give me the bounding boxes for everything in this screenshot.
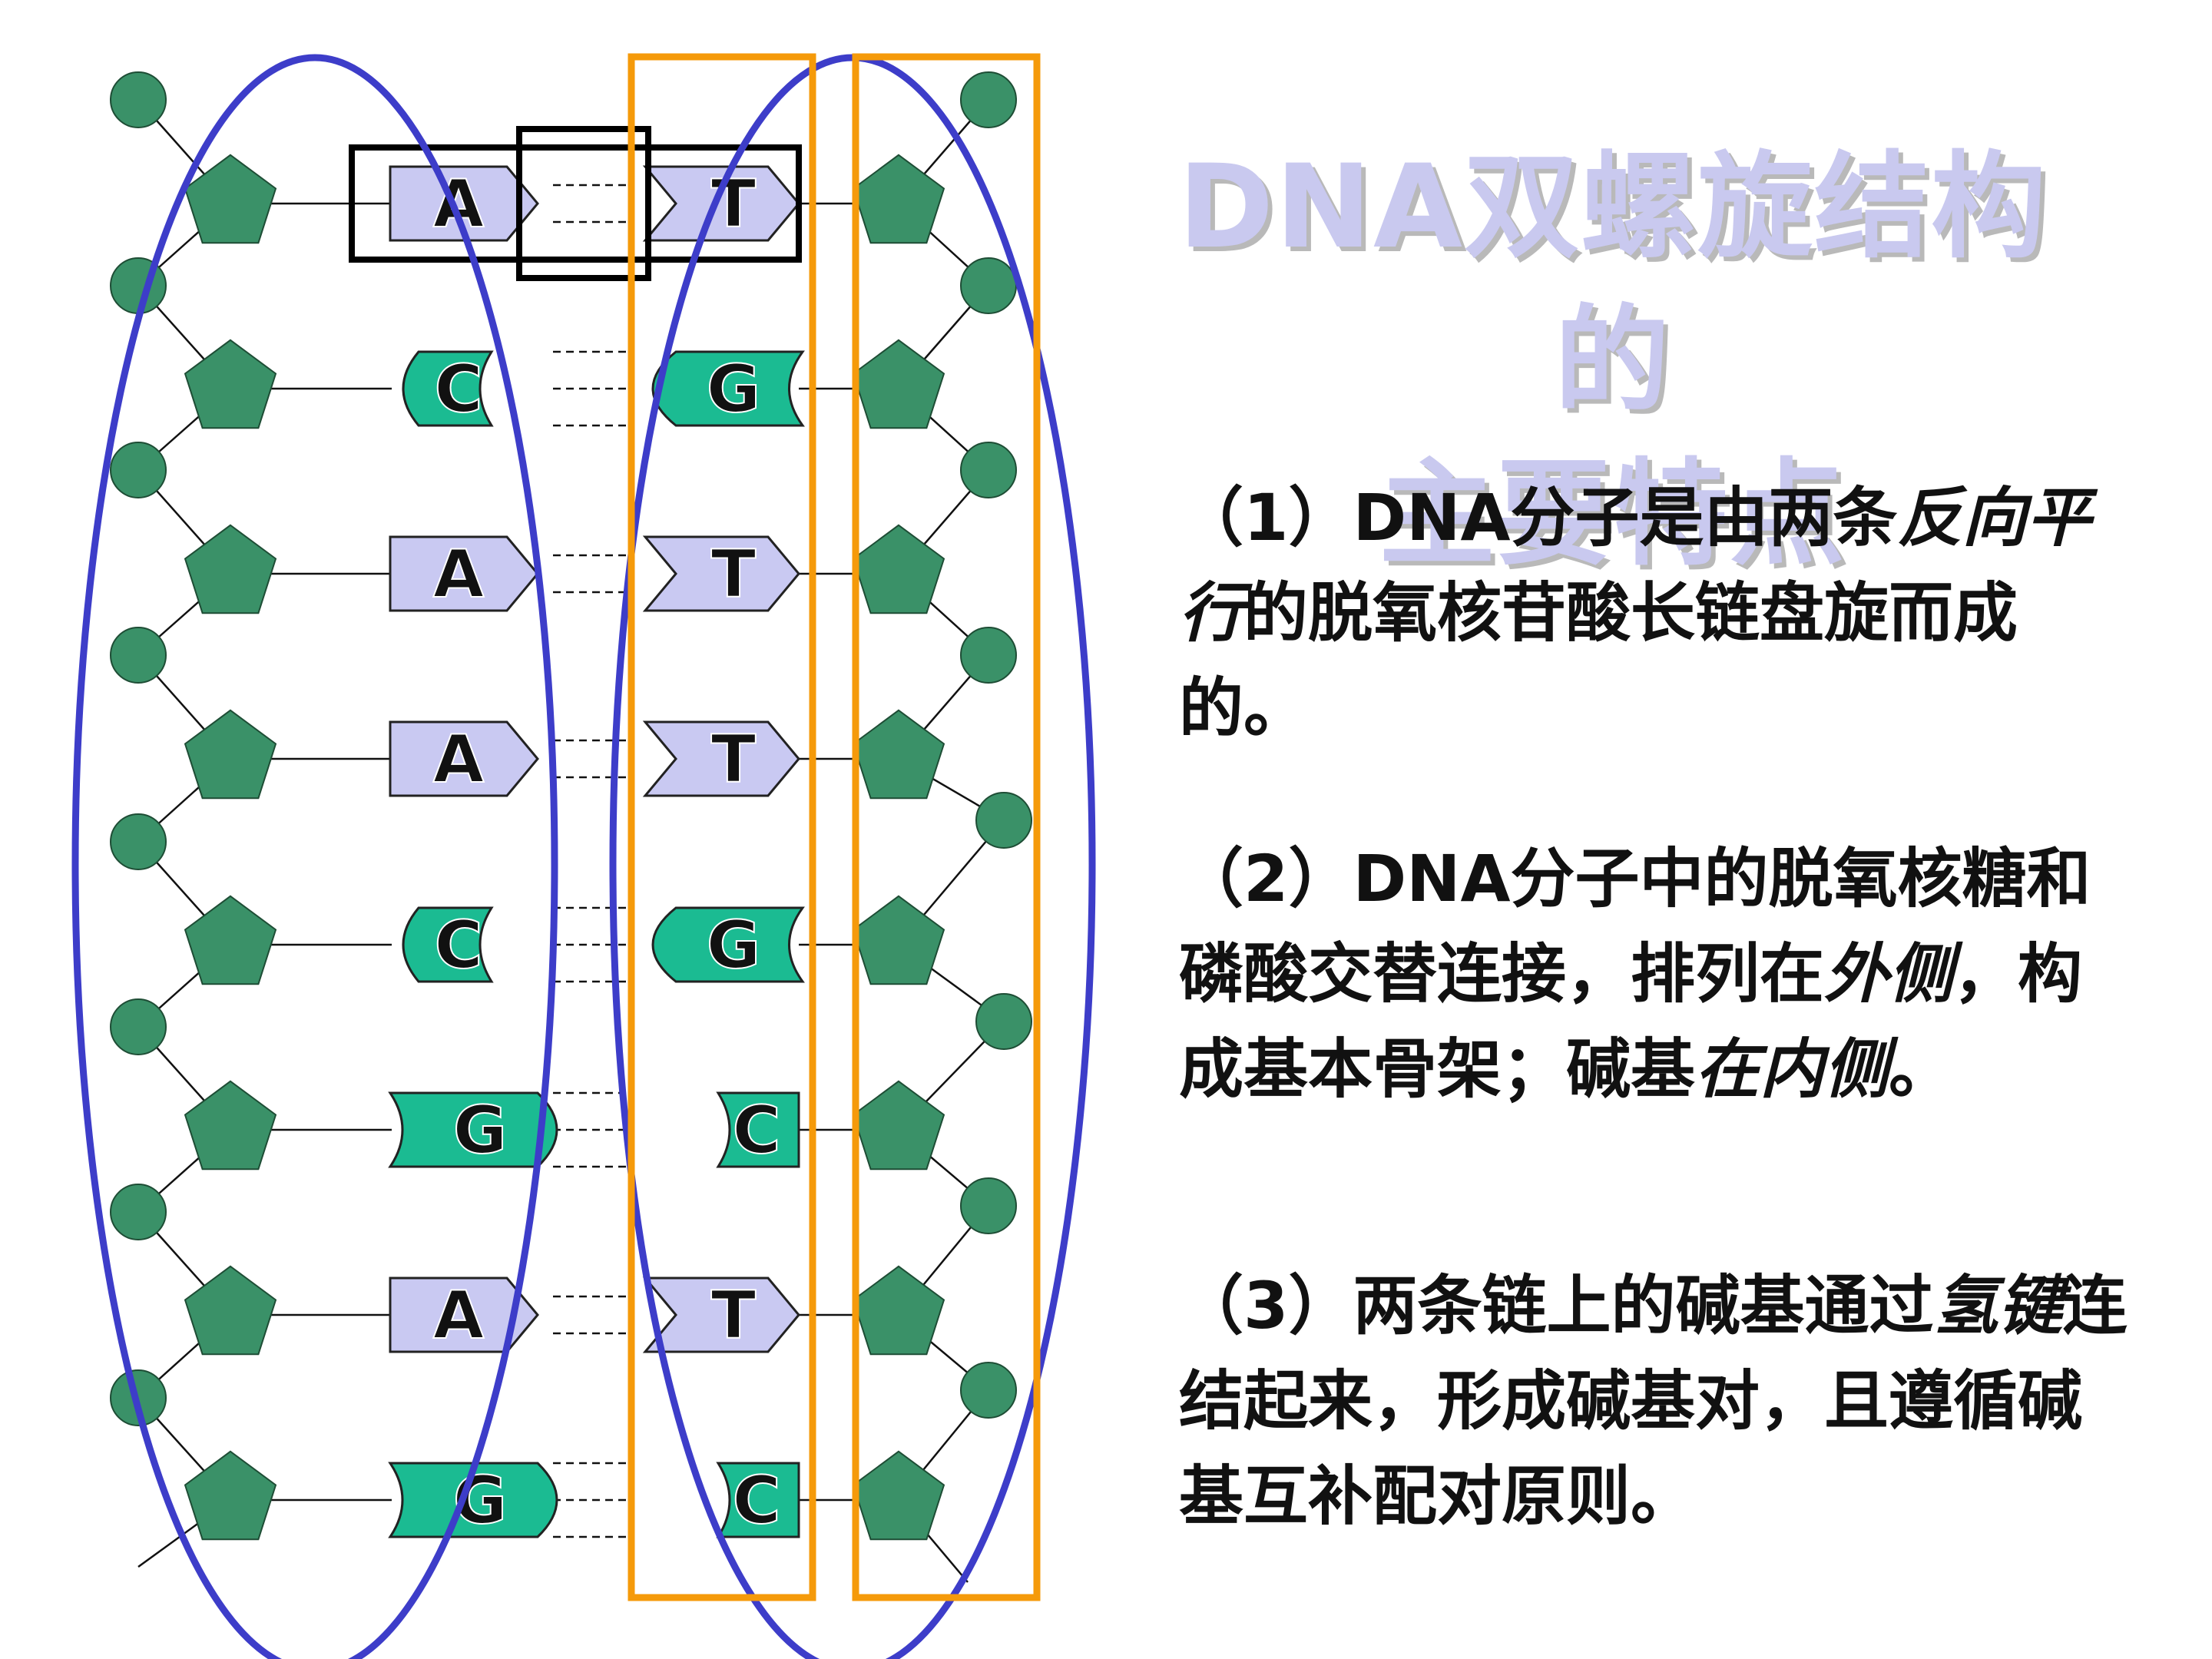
p2-seg-4-emphasis: 在内侧 bbox=[1695, 1031, 1889, 1107]
phosphate-group bbox=[960, 257, 1017, 314]
p1-seg-2-emphasis: 反向平行 bbox=[1179, 480, 2091, 651]
thymine-base bbox=[642, 720, 800, 797]
cytosine-base bbox=[716, 1462, 800, 1538]
base-label: A bbox=[433, 1277, 485, 1354]
p1-seg-1: （1）DNA分子是由两条 bbox=[1179, 480, 1898, 555]
backbone-column-box bbox=[852, 53, 1041, 1601]
guanine-base bbox=[388, 1462, 558, 1538]
base-label: T bbox=[711, 536, 757, 613]
phosphate-group bbox=[975, 792, 1032, 849]
deoxyribose-sugar bbox=[184, 1450, 277, 1541]
phosphate-group bbox=[110, 442, 167, 498]
title-line-1: DNA双螺旋结构的 bbox=[1177, 141, 2048, 428]
p1-seg-3: 的脱氧核苷酸长链盘旋而成的。 bbox=[1179, 575, 2018, 746]
deoxyribose-sugar bbox=[852, 1265, 945, 1356]
phosphate-group bbox=[960, 71, 1017, 128]
cytosine-base bbox=[716, 1091, 800, 1168]
p2-seg-3: ，构成基本骨架；碱基 bbox=[1179, 936, 2083, 1107]
deoxyribose-sugar bbox=[852, 709, 945, 800]
phosphate-group bbox=[110, 813, 167, 870]
base-label: T bbox=[711, 1277, 757, 1354]
p3-seg-1: （3）两条链上的碱基通过 bbox=[1179, 1268, 1934, 1343]
phosphate-group bbox=[975, 993, 1032, 1050]
deoxyribose-sugar bbox=[184, 895, 277, 985]
deoxyribose-sugar bbox=[184, 154, 277, 244]
base-label: A bbox=[433, 721, 485, 798]
base-label: C bbox=[732, 1092, 780, 1169]
base-label: G bbox=[707, 351, 761, 428]
guanine-base bbox=[651, 906, 805, 983]
base-label: C bbox=[434, 351, 482, 428]
p3-seg-3: 连结起来，形成碱基对，且遵循碱基互补配对原则。 bbox=[1179, 1268, 2128, 1534]
deoxyribose-sugar bbox=[852, 154, 945, 244]
thymine-base bbox=[642, 535, 800, 612]
phosphate-group bbox=[110, 627, 167, 684]
base-label: T bbox=[711, 166, 757, 243]
adenine-base bbox=[389, 720, 539, 797]
base-label: G bbox=[453, 1092, 508, 1169]
left-strand-ellipse bbox=[71, 54, 558, 1659]
hydrogen-bond-highlight-box bbox=[516, 126, 651, 281]
base-column-box bbox=[628, 53, 816, 1601]
deoxyribose-sugar bbox=[184, 339, 277, 429]
phosphate-group bbox=[110, 71, 167, 128]
feature-3-text: （3）两条链上的碱基通过氢键连结起来，形成碱基对，且遵循碱基互补配对原则。 bbox=[1179, 1258, 2139, 1544]
base-label: A bbox=[433, 536, 485, 613]
phosphate-group bbox=[960, 627, 1017, 684]
base-label: T bbox=[711, 721, 757, 798]
adenine-base bbox=[389, 535, 539, 612]
phosphate-group bbox=[960, 1362, 1017, 1419]
deoxyribose-sugar bbox=[184, 709, 277, 800]
base-label: C bbox=[732, 1462, 780, 1539]
guanine-base bbox=[651, 350, 805, 427]
thymine-base bbox=[642, 1277, 800, 1353]
deoxyribose-sugar bbox=[184, 1080, 277, 1171]
phosphate-group bbox=[960, 442, 1017, 498]
feature-2-text: （2）DNA分子中的脱氧核糖和磷酸交替连接，排列在外侧，构成基本骨架；碱基在内侧… bbox=[1179, 831, 2139, 1117]
deoxyribose-sugar bbox=[184, 524, 277, 614]
p3-seg-2-emphasis: 氢键 bbox=[1933, 1268, 2063, 1343]
p2-seg-2-emphasis: 外侧 bbox=[1824, 936, 1954, 1012]
cytosine-base bbox=[402, 350, 494, 427]
slide-title: DNA双螺旋结构的 主要特点 bbox=[1152, 131, 2074, 591]
nucleotide-pair-highlight-box bbox=[349, 144, 802, 263]
p2-seg-1: （2）DNA分子中的脱氧核糖和磷酸交替连接，排列在 bbox=[1179, 841, 2091, 1012]
thymine-base bbox=[642, 165, 800, 242]
adenine-base bbox=[389, 1277, 539, 1353]
deoxyribose-sugar bbox=[852, 339, 945, 429]
phosphate-group bbox=[960, 1177, 1017, 1234]
phosphate-group bbox=[110, 1184, 167, 1240]
deoxyribose-sugar bbox=[852, 524, 945, 614]
feature-1-text: （1）DNA分子是由两条反向平行的脱氧核苷酸长链盘旋而成的。 bbox=[1179, 470, 2139, 756]
phosphate-group bbox=[110, 998, 167, 1055]
deoxyribose-sugar bbox=[852, 1080, 945, 1171]
title-line-2: 主要特点 bbox=[1379, 448, 1846, 581]
base-label: G bbox=[707, 907, 761, 984]
base-label: C bbox=[434, 907, 482, 984]
deoxyribose-sugar bbox=[852, 895, 945, 985]
cytosine-base bbox=[402, 906, 494, 983]
p2-seg-5: 。 bbox=[1889, 1031, 1954, 1107]
deoxyribose-sugar bbox=[184, 1265, 277, 1356]
deoxyribose-sugar bbox=[852, 1450, 945, 1541]
